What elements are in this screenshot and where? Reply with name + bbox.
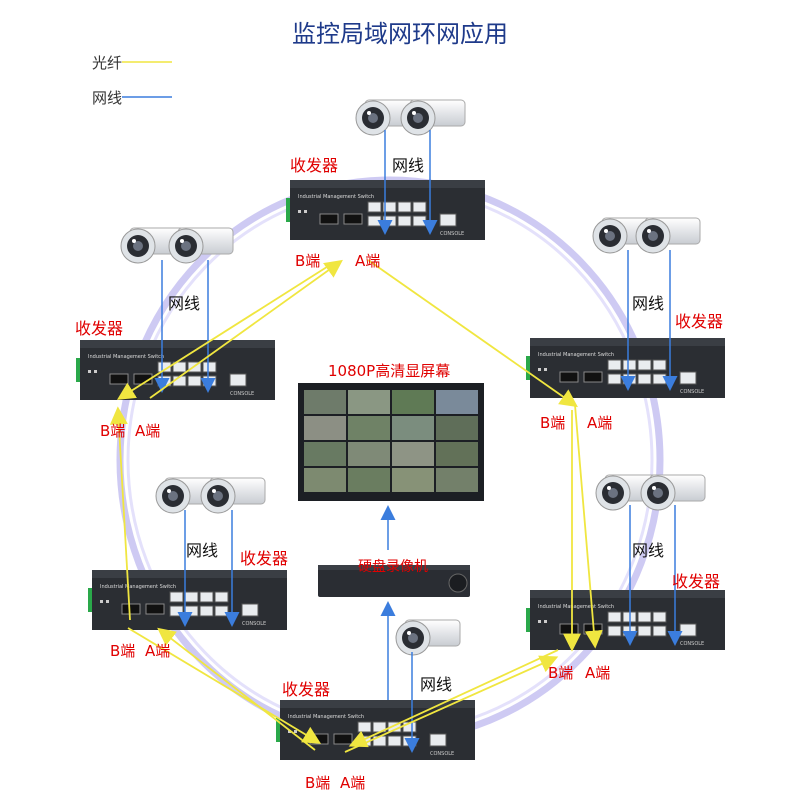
switch-right-lower [525,589,726,651]
nvr-label: 硬盘录像机 [358,559,428,575]
port-b-left-lower: B端 [110,642,136,660]
cable-label-right-upper: 网线 [632,294,665,313]
transceiver-label-bottom: 收发器 [282,680,331,699]
port-a-bottom: A端 [340,774,366,792]
switch-bottom [275,699,476,761]
port-a-left-lower: A端 [145,642,171,660]
port-a-left-upper: A端 [135,422,161,440]
port-b-right-lower: B端 [548,664,574,682]
port-a-top: A端 [355,252,381,270]
legend-cable: 网线 [92,89,123,107]
transceiver-label-right-lower: 收发器 [672,572,721,591]
camera-pair-right-upper [592,217,701,254]
cable-label-top: 网线 [392,156,425,175]
switch-right-upper [525,337,726,399]
transceiver-label-right-upper: 收发器 [675,312,724,331]
camera-pair-left-lower [155,477,266,514]
transceiver-label-left-lower: 收发器 [240,549,289,568]
port-b-right-upper: B端 [540,414,566,432]
cable-label-left-upper: 网线 [168,294,201,313]
cable-label-bottom: 网线 [420,675,453,694]
cable-label-left-lower: 网线 [186,541,219,560]
page-title: 监控局域网环网应用 [292,20,508,48]
transceiver-label-top: 收发器 [290,156,339,175]
switch-left-lower [87,569,288,631]
camera-pair-top [355,99,466,136]
port-a-right-lower: A端 [585,664,611,682]
nvr-box [318,565,470,597]
cable-label-right-lower: 网线 [632,541,665,560]
camera-pair-right-lower [595,474,706,511]
legend-fiber: 光纤 [92,54,123,72]
screen-label: 1080P高清显屏幕 [328,362,451,380]
display-screen [298,383,484,501]
port-a-right-upper: A端 [587,414,613,432]
camera-single-bottom [395,619,461,656]
transceiver-label-left-upper: 收发器 [75,319,124,338]
switch-left-upper [75,339,276,401]
port-b-top: B端 [295,252,321,270]
port-b-bottom: B端 [305,774,331,792]
fiber-links [109,259,603,753]
port-b-left-upper: B端 [100,422,126,440]
